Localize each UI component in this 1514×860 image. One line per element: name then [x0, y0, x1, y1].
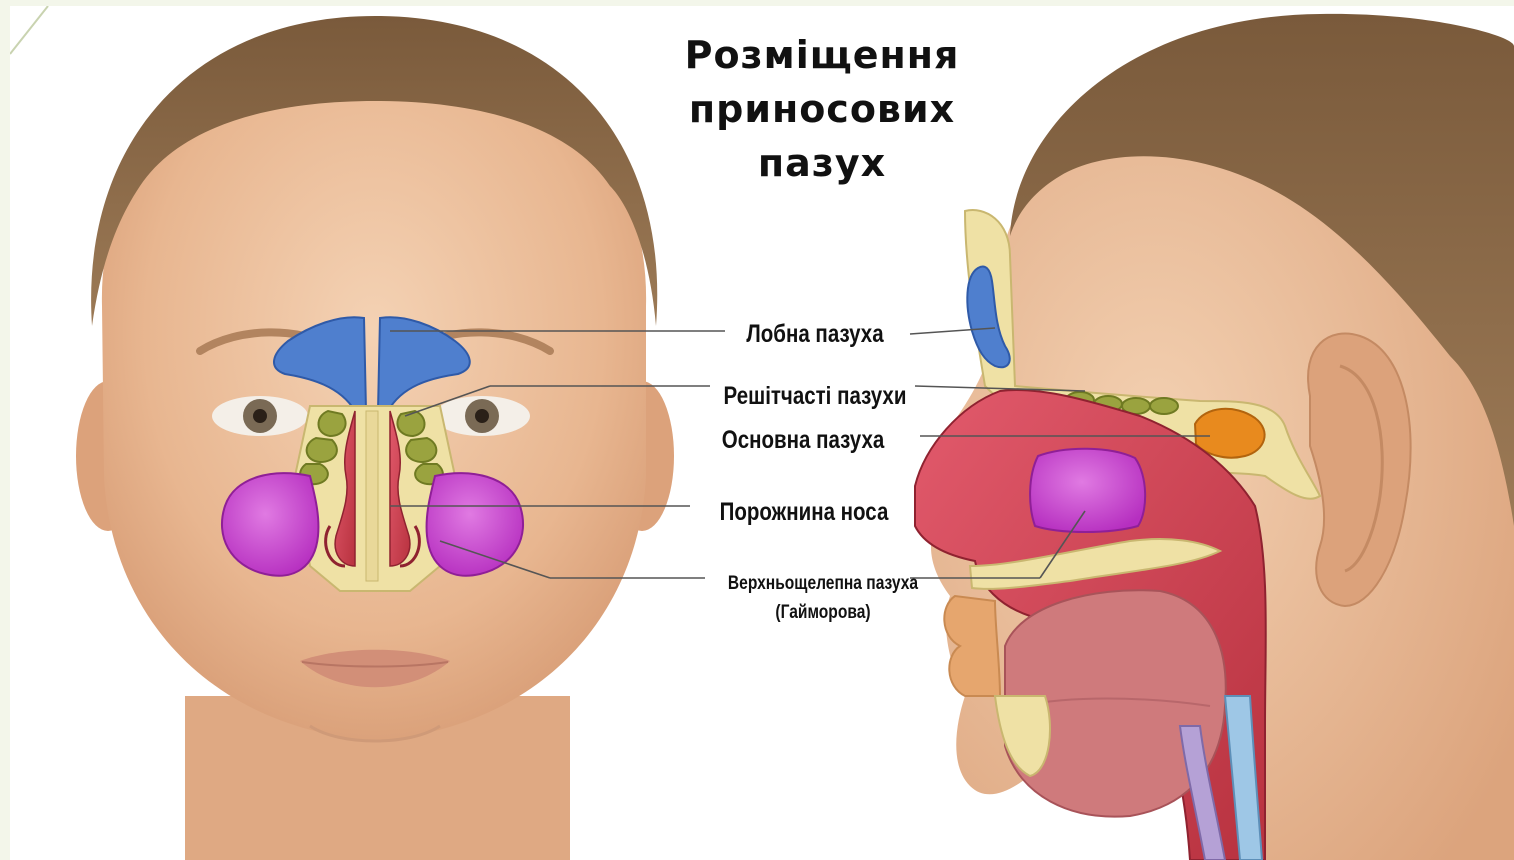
label-maxillary-sinus-alt: (Гайморова): [712, 602, 933, 624]
diagram-title: Розміщення приносових пазух: [622, 28, 1022, 190]
maxillary-sinus-left: [222, 473, 318, 576]
label-maxillary-sinus: Верхньощелепна пазуха: [712, 573, 933, 595]
title-line-2: приносових: [622, 82, 1022, 136]
label-frontal-sinus: Лобна пазуха: [721, 320, 910, 349]
label-sphenoid-sinus: Основна пазуха: [696, 426, 909, 455]
label-ethmoid-sinuses: Решітчасті пазухи: [721, 382, 910, 411]
maxillary-sinus-right: [427, 473, 523, 576]
title-line-3: пазух: [622, 136, 1022, 190]
maxillary-sinus-side: [1030, 449, 1145, 532]
title-line-1: Розміщення: [622, 28, 1022, 82]
front-face: [76, 16, 674, 860]
diagram-panel: Розміщення приносових пазух Лобна пазуха…: [10, 6, 1514, 860]
label-nasal-cavity: Порожнина носа: [706, 498, 903, 527]
